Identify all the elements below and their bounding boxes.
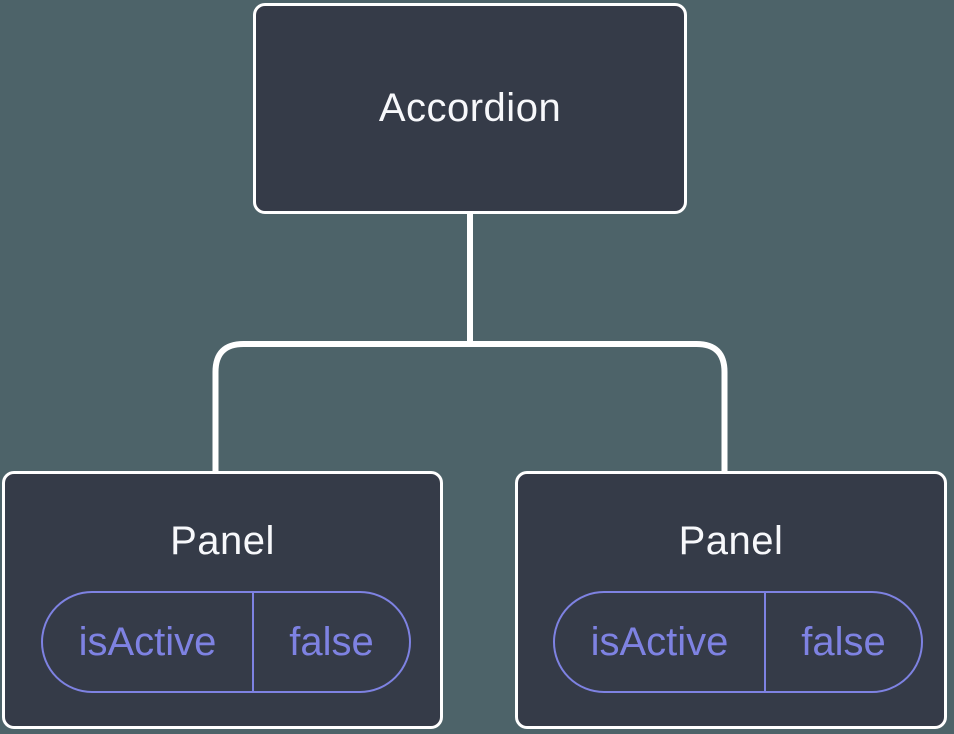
- connector-branch-rail: [212, 341, 728, 471]
- prop-pill-isactive: isActive false: [553, 591, 923, 693]
- prop-pill-isactive: isActive false: [41, 591, 411, 693]
- prop-value-label: false: [801, 619, 886, 664]
- node-panel-left-label: Panel: [170, 519, 275, 563]
- node-accordion: Accordion: [253, 3, 687, 214]
- node-accordion-label: Accordion: [378, 86, 562, 130]
- prop-value-label: false: [289, 619, 374, 664]
- node-panel-left: Panel isActive false: [2, 471, 443, 729]
- prop-name-label: isActive: [555, 593, 766, 691]
- node-panel-right-label: Panel: [678, 519, 784, 563]
- prop-name-label: isActive: [43, 593, 254, 691]
- node-panel-right: Panel isActive false: [515, 471, 947, 729]
